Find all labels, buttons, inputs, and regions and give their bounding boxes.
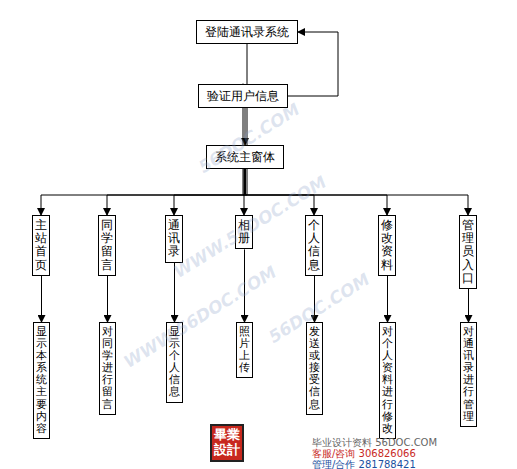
function-box: 管理员入口 (459, 215, 477, 289)
node-text: 对同学进行留言 (102, 326, 113, 411)
flow-arrow (174, 169, 245, 215)
node-text: 发送或接受信息 (309, 326, 320, 411)
node-text: 登陆通讯录系统 (205, 25, 289, 39)
flow-arrow (468, 289, 469, 322)
logo-mark: 畢業設計 (210, 424, 244, 462)
function-box: 同学留言 (98, 215, 116, 276)
flow-arrow (41, 169, 245, 215)
function-box: 修改资料 (378, 215, 396, 276)
function-box: 照片上传 (236, 322, 253, 378)
node-text: 照片上传 (239, 326, 250, 374)
flow-arrow (387, 276, 388, 322)
node-text: 对通讯录进行管理 (463, 326, 474, 423)
process-box: 验证用户信息 (198, 84, 288, 108)
function-box: 对个人资料进行修改 (379, 322, 396, 439)
node-text: 显示本系统主要内容 (36, 326, 47, 435)
function-box: 对通讯录进行管理 (460, 322, 477, 427)
contact-note: 毕业设计资料 56DOC.COM (312, 437, 437, 448)
node-text: 验证用户信息 (207, 89, 279, 103)
flow-arrow (41, 276, 42, 322)
node-text: 个人信息 (308, 219, 320, 272)
function-box: 主站首页 (32, 215, 50, 276)
node-text: 管理员入口 (462, 219, 474, 285)
watermark: WWW.56DOC.COM (120, 262, 280, 372)
function-box: 发送或接受信息 (306, 322, 323, 415)
node-text: 主站首页 (35, 219, 47, 272)
node-text: 通讯录 (168, 219, 180, 259)
contact-note: 管理/合作 281788421 (312, 459, 416, 469)
flow-arrow (107, 276, 108, 322)
contact-note: 客服/咨询 306826066 (312, 448, 416, 459)
node-text: 对个人资料进行修改 (382, 326, 393, 435)
process-box: 登陆通讯录系统 (196, 20, 298, 44)
node-text: 修改资料 (381, 219, 393, 272)
function-box: 通讯录 (165, 215, 183, 263)
flow-arrow (244, 169, 245, 215)
node-text: 同学留言 (101, 219, 113, 272)
function-box: 对同学进行留言 (99, 322, 116, 415)
function-box: 显示本系统主要内容 (33, 322, 50, 439)
flow-arrow (107, 169, 245, 215)
function-box: 个人信息 (305, 215, 323, 276)
